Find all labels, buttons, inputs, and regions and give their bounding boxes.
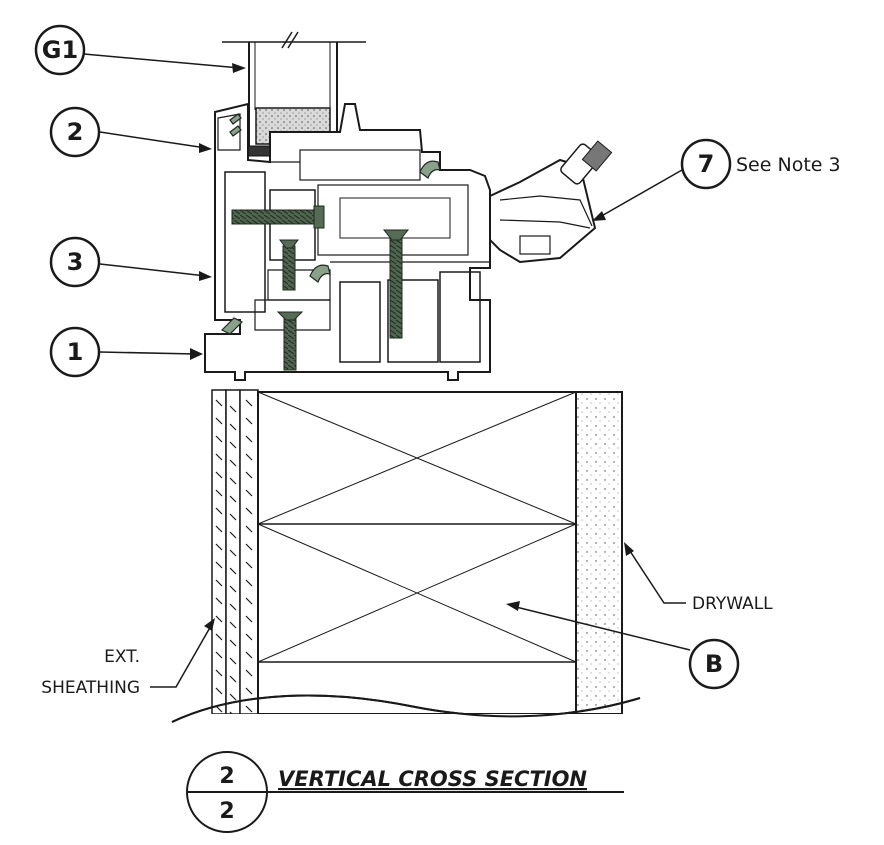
svg-text:1: 1 <box>67 338 84 366</box>
blocking-member <box>257 391 577 715</box>
svg-text:B: B <box>705 650 723 678</box>
operator-hardware <box>489 140 613 264</box>
ext-sheathing-label-line2: SHEATHING <box>41 678 140 698</box>
callout-b: B <box>688 638 740 690</box>
window-frame-profile <box>204 102 491 381</box>
svg-text:7: 7 <box>698 150 715 178</box>
sheet-number: 2 <box>219 799 234 824</box>
svg-text:3: 3 <box>67 248 84 276</box>
svg-text:2: 2 <box>67 118 84 146</box>
ext-sheathing-label-line1: EXT. <box>104 647 140 667</box>
callout-g1: G1 <box>34 24 86 76</box>
drywall-label: DRYWALL <box>692 594 773 614</box>
title-block: 2 2 VERTICAL CROSS SECTION <box>186 751 624 833</box>
section-title: VERTICAL CROSS SECTION <box>278 767 587 791</box>
detail-number: 2 <box>219 764 234 789</box>
svg-text:G1: G1 <box>42 36 78 64</box>
note-3-label: See Note 3 <box>736 154 841 176</box>
drywall-layer <box>575 391 623 715</box>
callout-3: 3 <box>49 236 101 288</box>
gaskets <box>220 113 441 335</box>
screws <box>231 205 410 371</box>
crank-knob-grip-icon <box>581 140 613 172</box>
callout-7: 7 <box>680 138 732 190</box>
callout-2: 2 <box>49 106 101 158</box>
leader-lines <box>83 53 691 688</box>
callout-1: 1 <box>49 326 101 378</box>
wall-assembly <box>171 389 641 754</box>
